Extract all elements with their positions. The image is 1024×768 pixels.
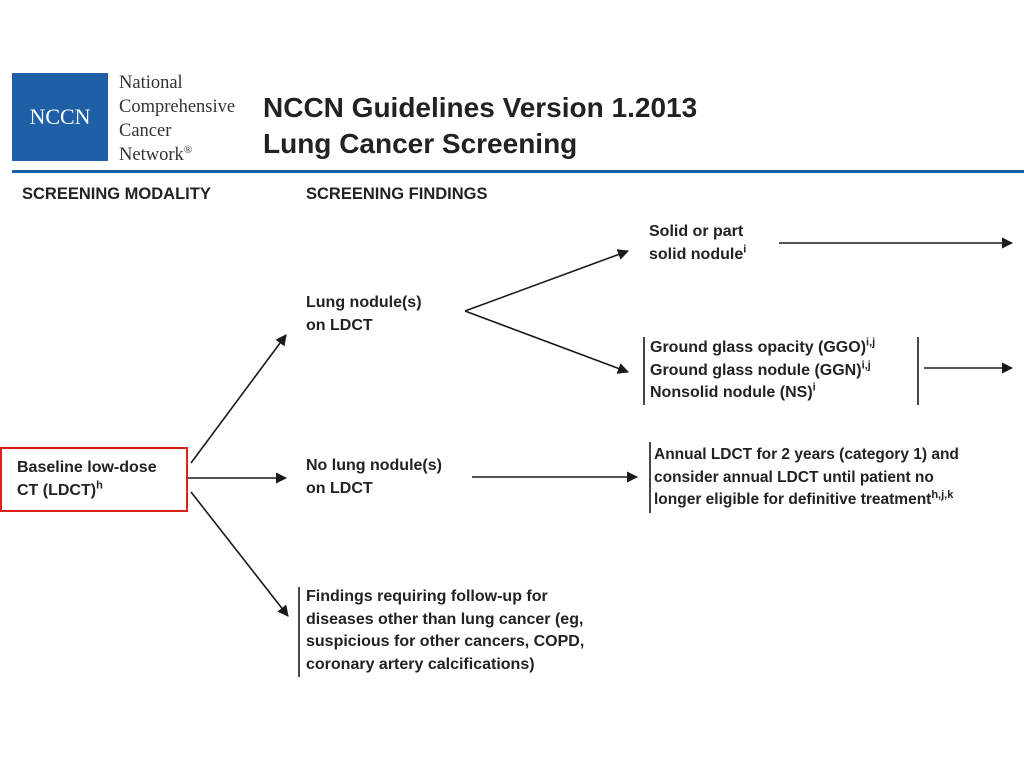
node-solid-nodule: Solid or part solid nodulei xyxy=(649,221,746,266)
node-annual-ldct: Annual LDCT for 2 years (category 1) and… xyxy=(654,444,959,512)
node-text-line: Solid or part xyxy=(649,223,744,240)
arrow-nodules-to-solid xyxy=(464,249,630,312)
node-text-line: Nonsolid nodule (NS)i xyxy=(650,381,816,401)
page-title: NCCN Guidelines Version 1.2013 Lung Canc… xyxy=(263,90,697,162)
node-text-line: solid nodulei xyxy=(649,243,747,263)
arrow-baseline-to-other xyxy=(190,491,289,617)
column-heading-findings: SCREENING FINDINGS xyxy=(306,185,488,203)
node-text-line: suspicious for other cancers, COPD, xyxy=(306,633,585,650)
node-text-line: diseases other than lung cancer (eg, xyxy=(306,610,584,628)
node-text-line: CT (LDCT)h xyxy=(17,479,103,499)
registered-mark: ® xyxy=(183,143,193,156)
node-text-line: Lung nodule(s) xyxy=(306,294,422,311)
logo-abbr: NCCN xyxy=(29,104,91,129)
footnote-ref: i,j xyxy=(866,336,876,349)
node-text-line: coronary artery calcifications) xyxy=(306,655,535,673)
node-text-line: Ground glass opacity (GGO)i,j xyxy=(650,336,876,356)
node-lung-nodules: Lung nodule(s) on LDCT xyxy=(306,292,422,337)
title-line-2: Lung Cancer Screening xyxy=(263,128,578,159)
footnote-ref: i,j xyxy=(861,359,871,372)
arrow-nodules-to-ggo xyxy=(464,310,630,374)
node-other-findings: Findings requiring follow-up for disease… xyxy=(306,586,584,676)
node-text-line: consider annual LDCT until patient no xyxy=(654,468,934,486)
footnote-ref: i xyxy=(743,243,747,256)
node-text-line: Annual LDCT for 2 years (category 1) and xyxy=(654,446,959,463)
arrow-baseline-to-nodules xyxy=(190,334,287,464)
column-heading-modality: SCREENING MODALITY xyxy=(22,185,211,203)
footnote-ref: h,j,k xyxy=(931,488,954,501)
title-line-1: NCCN Guidelines Version 1.2013 xyxy=(263,92,698,123)
node-text-line: longer eligible for definitive treatment… xyxy=(654,488,954,508)
node-text-line: on LDCT xyxy=(306,479,373,497)
node-ggo-nodule: Ground glass opacity (GGO)i,j Ground gla… xyxy=(650,337,875,405)
node-text-line: Ground glass nodule (GGN)i,j xyxy=(650,359,871,379)
node-text-line: Baseline low-dose xyxy=(17,459,157,476)
org-name: National Comprehensive Cancer Network® xyxy=(119,71,235,167)
highlight-box-baseline xyxy=(0,447,188,512)
node-text-line: on LDCT xyxy=(306,316,373,334)
org-name-line: Cancer xyxy=(119,121,172,141)
node-text-line: No lung nodule(s) xyxy=(306,457,442,474)
node-no-nodules: No lung nodule(s) on LDCT xyxy=(306,455,442,500)
org-name-line: Comprehensive xyxy=(119,97,236,117)
footnote-ref: i xyxy=(812,381,816,394)
node-text-line: Findings requiring follow-up for xyxy=(306,588,548,605)
nccn-logo: NCCN xyxy=(12,73,108,161)
footnote-ref: h xyxy=(96,479,103,492)
node-baseline-ldct: Baseline low-dose CT (LDCT)h xyxy=(17,457,157,502)
org-name-line: National xyxy=(119,73,183,93)
header-divider xyxy=(12,170,1024,173)
org-name-line: Network® xyxy=(119,143,193,165)
